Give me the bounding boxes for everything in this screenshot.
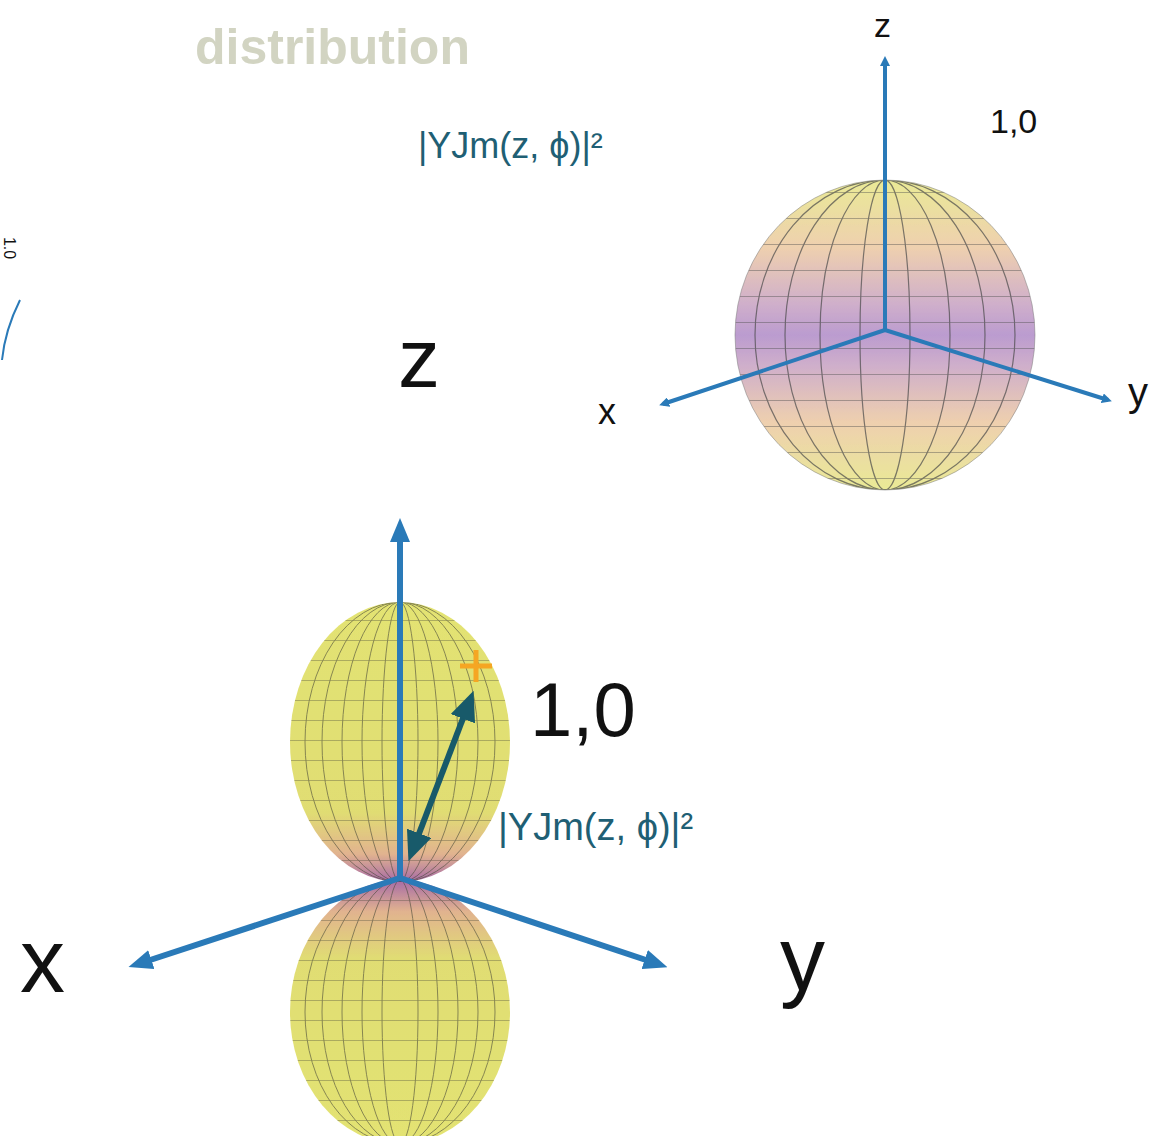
plot-curve xyxy=(2,300,20,360)
axis-label: y xyxy=(780,914,825,1004)
axis-label: z xyxy=(398,316,440,400)
function-label: |YJm(z, ϕ)|² xyxy=(498,808,693,846)
axis-label: z xyxy=(874,8,891,42)
sphere-plot xyxy=(663,60,1108,500)
axis-label: x xyxy=(20,916,65,1006)
function-label: |YJm(z, ϕ)|² xyxy=(418,128,603,164)
axis-label: y xyxy=(1128,372,1148,412)
faded-title: distribution xyxy=(195,22,470,72)
quantum-numbers: 1,0 xyxy=(990,104,1037,138)
axis-label: x xyxy=(598,394,616,430)
tick-label: 1.0 xyxy=(1,237,17,259)
quantum-numbers: 1,0 xyxy=(530,672,636,748)
point-marker xyxy=(460,650,492,682)
